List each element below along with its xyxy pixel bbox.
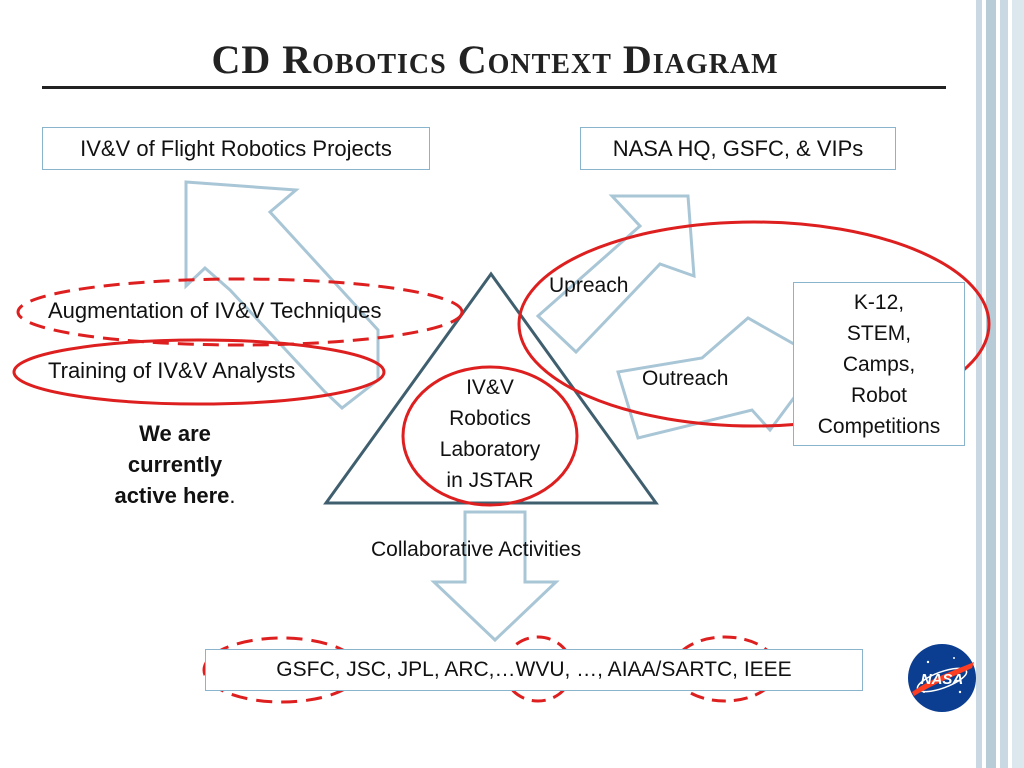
box-k12: K-12, STEM, Camps, Robot Competitions [793,282,965,446]
label-outreach: Outreach [642,367,729,390]
note-active-here: We are currently active here. [95,418,255,511]
k12-line-5: Competitions [817,414,941,438]
ellipse-center [401,365,579,507]
note-line-1: We are [139,421,211,446]
note-line-2: currently [127,452,223,477]
k12-line-2: STEM, [846,321,912,345]
side-bar-2 [986,0,996,768]
nasa-meatball-icon: NASA [906,642,978,714]
side-bar-3 [1000,0,1008,768]
slide-title: CD Robotics Context Diagram [211,37,779,82]
label-upreach: Upreach [549,274,629,297]
label-collaborative: Collaborative Activities [371,538,582,561]
side-bar-4 [1012,0,1024,768]
arrow-collaborative [430,510,560,643]
note-period: . [229,483,236,508]
note-line-3: active here [114,483,230,508]
k12-line-1: K-12, [853,290,905,314]
label-augmentation: Augmentation of IV&V Techniques [48,298,382,323]
ellipse-outreach [517,220,991,428]
center-line-3: Laboratory [439,438,541,461]
nasa-logo-text: NASA [921,671,964,688]
box-ivv-flight-robotics: IV&V of Flight Robotics Projects [42,127,430,170]
k12-line-4: Robot [850,383,908,407]
arrow-to-ivv-projects [184,180,380,410]
box-partners: GSFC, JSC, JPL, ARC,…WVU, …, AIAA/SARTC,… [205,649,863,691]
center-line-2: Robotics [449,407,531,430]
side-bar-1 [976,0,982,768]
center-lab-text: IV&V Robotics Laboratory in JSTAR [400,372,580,496]
ellipse-training [12,338,386,406]
label-training: Training of IV&V Analysts [48,358,296,383]
arrow-upreach [535,194,696,355]
k12-line-3: Camps, [842,352,916,376]
box-nasa-hq: NASA HQ, GSFC, & VIPs [580,127,896,170]
center-line-4: in JSTAR [446,469,534,492]
title-rule [42,86,946,89]
center-line-1: IV&V [466,376,514,399]
ellipse-augmentation [16,277,464,347]
